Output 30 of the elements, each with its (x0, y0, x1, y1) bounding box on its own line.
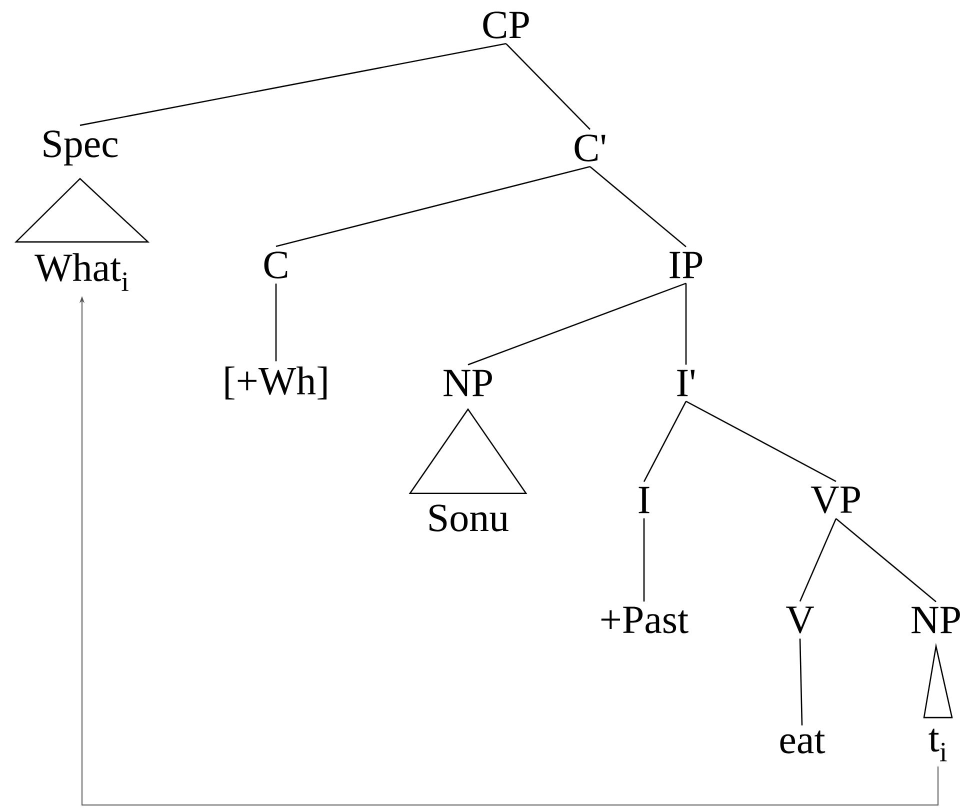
tree-label: IP (670, 252, 702, 278)
tree-label: +Past (601, 606, 688, 634)
tree-label: Spec (44, 130, 118, 166)
branch-line (643, 518, 645, 602)
tree-label: I (638, 486, 650, 514)
branch-line (799, 518, 837, 602)
tree-label: CP (483, 12, 529, 38)
tree-label: V (786, 606, 814, 634)
tree-label: VP (810, 486, 860, 514)
branch-line (836, 518, 936, 602)
tree-label: eat (780, 730, 826, 754)
tree-label: What$_{i}$ (34, 253, 128, 291)
tree-label: C (264, 252, 288, 278)
branch-line (80, 43, 506, 126)
branch-line (685, 283, 687, 365)
tree-label: NP (912, 606, 960, 634)
branch-line (276, 166, 590, 247)
tree-label: C' (574, 134, 606, 162)
branch-line (799, 638, 803, 726)
tree-label: Sonu (430, 504, 508, 532)
branch-line (686, 400, 836, 482)
tree-label: I' (677, 370, 695, 396)
tree-label: NP (444, 370, 492, 396)
branch-line (643, 401, 687, 482)
branch-line (468, 282, 686, 366)
branch-line (506, 43, 590, 130)
branch-line (275, 284, 277, 362)
tree-label: [+Wh] (226, 366, 327, 400)
tree-label: t$_{i}$ (928, 728, 947, 762)
branch-line (590, 166, 686, 248)
